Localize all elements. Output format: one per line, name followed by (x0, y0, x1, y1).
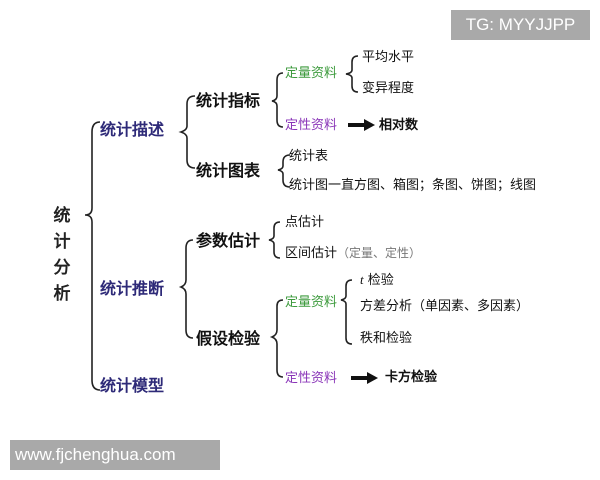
desc-brace (178, 95, 196, 169)
interval-note: （定量、定性） (337, 246, 422, 260)
node-stat-inference: 统计推断 (100, 279, 165, 298)
leaf-interval-estimate: 区间估计（定量、定性） (285, 247, 421, 260)
watermark-top-right: TG: MYYJJPP (451, 10, 590, 40)
node-stat-chart: 统计图表 (196, 161, 261, 180)
root-brace (84, 121, 101, 391)
index-brace (271, 72, 284, 128)
leaf-stat-table: 统计表 (289, 149, 329, 164)
node-param-estimate: 参数估计 (196, 231, 261, 250)
root-node: 统计分析 (53, 206, 71, 304)
node-quantitative-data: 定量资料 (285, 66, 338, 81)
leaf-t-test: t 检验 (360, 273, 394, 287)
node-stat-model: 统计模型 (100, 376, 165, 395)
infer-brace (178, 239, 194, 339)
chart-brace (277, 154, 291, 188)
node-quantitative-data-2: 定量资料 (285, 295, 338, 310)
interval-label: 区间估计 (285, 246, 338, 261)
node-stat-index: 统计指标 (196, 91, 261, 110)
leaf-mean-level: 平均水平 (362, 50, 415, 65)
quant-brace-bottom (340, 279, 353, 345)
node-qualitative-data: 定性资料 (285, 118, 338, 133)
hypo-brace (269, 299, 284, 378)
leaf-chi-square: 卡方检验 (385, 370, 438, 385)
leaf-relative-number: 相对数 (379, 118, 419, 133)
node-stat-description: 统计描述 (100, 120, 165, 139)
param-brace (268, 221, 281, 259)
node-hypothesis-test: 假设检验 (196, 329, 261, 348)
watermark-bottom-left: www.fjchenghua.com (10, 440, 220, 470)
node-qualitative-data-2: 定性资料 (285, 371, 338, 386)
quant-brace-top (345, 55, 359, 93)
leaf-anova: 方差分析（单因素、多因素） (360, 299, 530, 314)
leaf-rank-sum: 秩和检验 (360, 331, 413, 346)
leaf-point-estimate: 点估计 (285, 215, 325, 230)
leaf-variation: 变异程度 (362, 81, 415, 96)
t-symbol: t (360, 272, 364, 287)
leaf-stat-graph: 统计图一直方图、箱图；条图、饼图；线图 (289, 178, 537, 193)
t-test-label: 检验 (367, 273, 394, 288)
